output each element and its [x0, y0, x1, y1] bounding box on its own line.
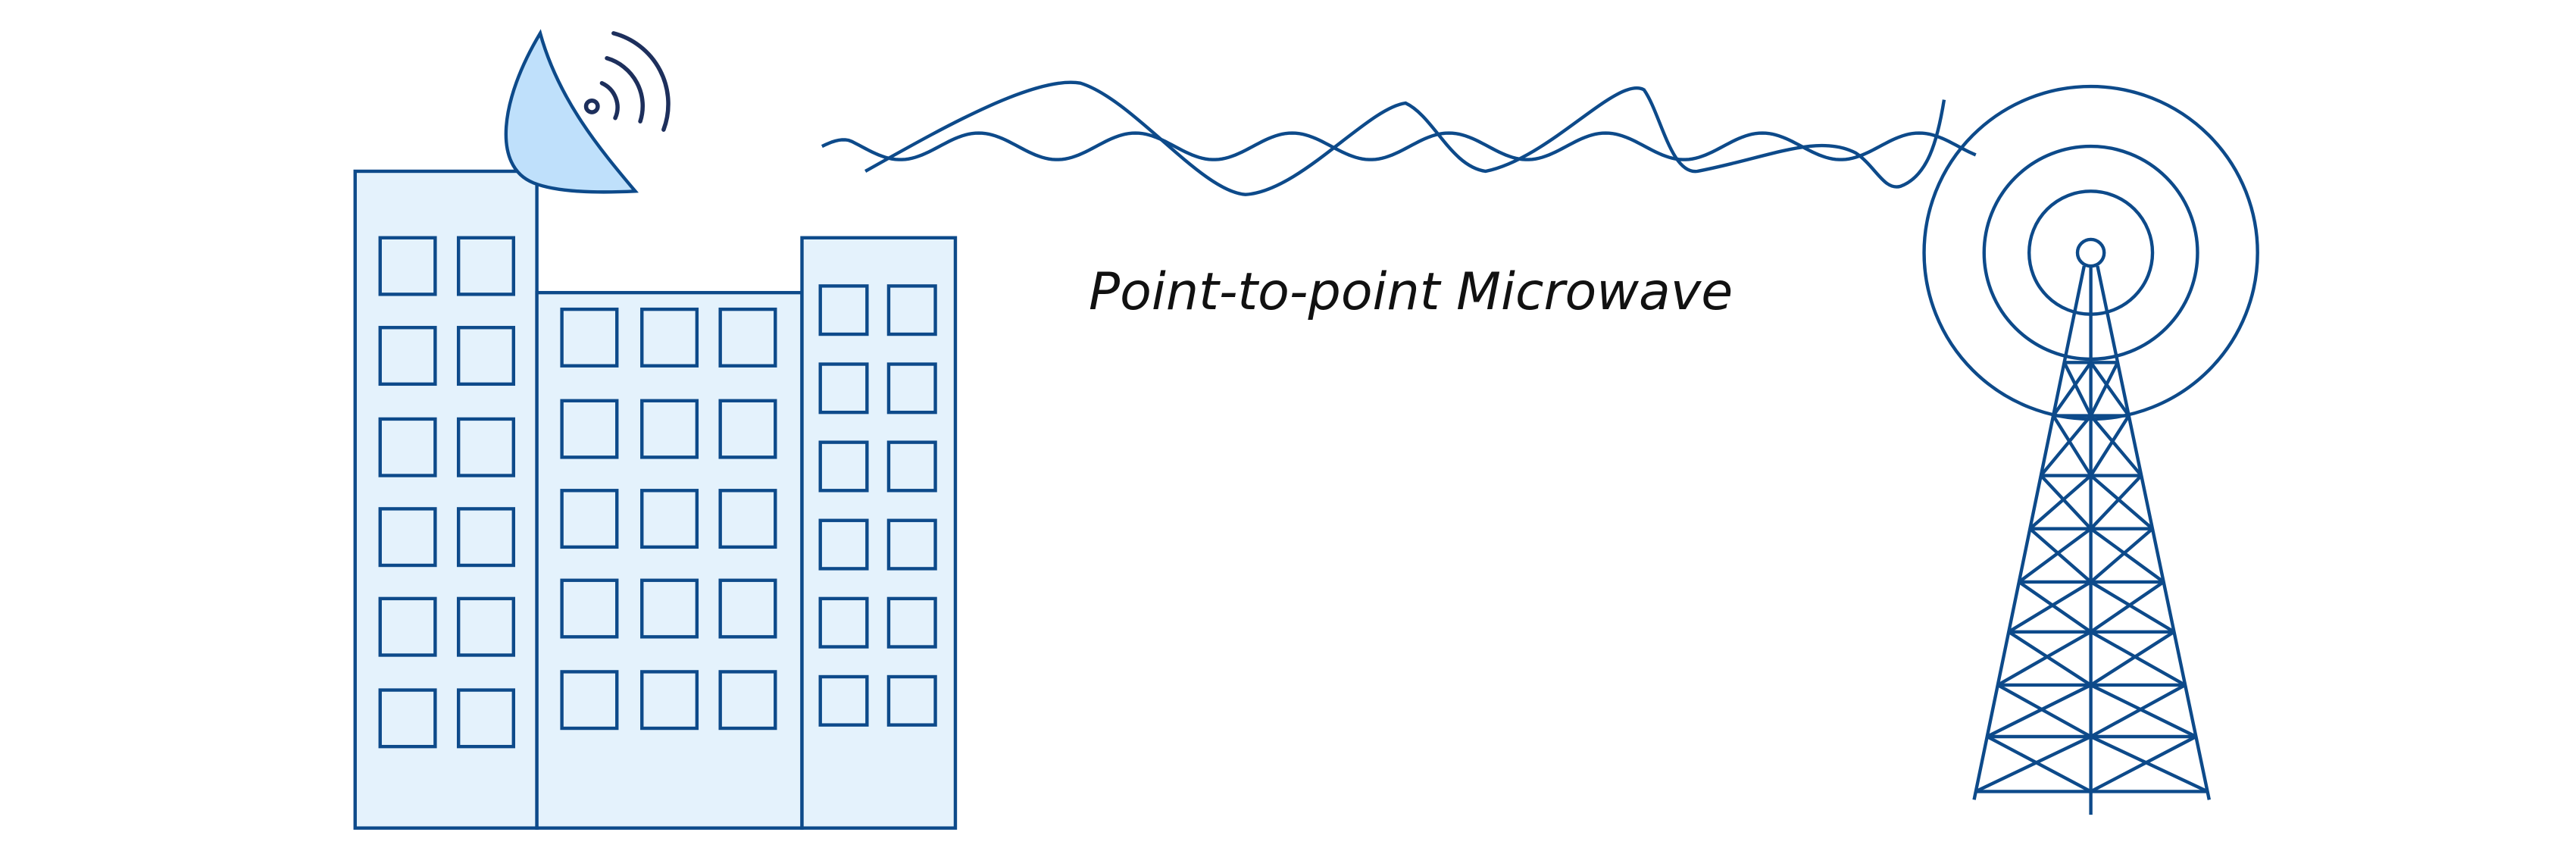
building-window: [886, 362, 937, 415]
tower-brace: [2008, 630, 2092, 687]
signal-arcs-icon: [583, 31, 671, 132]
building-window: [818, 518, 869, 571]
tower-brace: [2089, 415, 2131, 477]
tower-brace: [1986, 735, 2092, 793]
tower-brace: [2090, 684, 2187, 738]
building-window: [456, 596, 515, 657]
diagram-caption: Point-to-point Microwave: [1089, 262, 1733, 322]
building-window: [456, 507, 515, 568]
tower-brace: [1996, 630, 2092, 687]
tower-brace: [2090, 527, 2165, 584]
tower-brace: [2090, 630, 2187, 687]
microwave-signal-icon: [821, 80, 1977, 196]
building-window: [640, 578, 699, 639]
tower-leg-left: [1972, 265, 2086, 800]
tower-brace: [2090, 684, 2197, 738]
tower-brace: [2018, 527, 2092, 584]
building-window: [818, 362, 869, 415]
building-window: [378, 596, 437, 657]
building-window: [560, 670, 619, 731]
tower-brace: [1974, 735, 2092, 793]
building-window: [886, 284, 937, 336]
signal-wave-regular: [821, 131, 1977, 161]
tower-brace: [2040, 415, 2093, 477]
building-window: [456, 688, 515, 749]
building-window: [640, 670, 699, 731]
building-window: [640, 489, 699, 549]
tower-brace: [2090, 580, 2175, 634]
tower-brace: [2052, 361, 2093, 417]
building-window: [818, 440, 869, 493]
tower-antenna-tip: [2075, 237, 2106, 268]
building-window: [378, 688, 437, 749]
tower-leg-right: [2096, 265, 2212, 800]
tower-brace: [2028, 527, 2093, 584]
tower-brace: [2090, 735, 2209, 793]
tower-brace: [2090, 735, 2197, 793]
building-window: [378, 326, 437, 386]
building-middle: [535, 290, 804, 830]
tower-brace: [2008, 580, 2092, 634]
building-window: [718, 578, 777, 639]
radio-tower-icon: [1922, 84, 2259, 815]
building-window: [456, 417, 515, 477]
building-window: [886, 518, 937, 571]
tower-brace: [2089, 361, 2120, 417]
building-window: [560, 307, 619, 368]
satellite-dish-icon: [504, 29, 671, 194]
building-window: [718, 489, 777, 549]
building-window: [640, 399, 699, 459]
tower-brace: [2089, 361, 2131, 417]
building-left: [353, 169, 539, 830]
building-window: [560, 489, 619, 549]
office-building-icon: [353, 169, 958, 830]
building-window: [818, 596, 869, 649]
building-window: [718, 399, 777, 459]
tower-brace: [2040, 474, 2093, 530]
tower-brace: [2062, 361, 2093, 417]
tower-brace: [2089, 415, 2143, 477]
tower-brace: [2052, 415, 2093, 477]
building-window: [378, 236, 437, 296]
tower-brace: [2090, 527, 2154, 584]
building-window: [886, 440, 937, 493]
tower-brace: [1986, 684, 2092, 738]
building-window: [560, 578, 619, 639]
tower-brace: [1996, 684, 2092, 738]
tower-brace: [2090, 474, 2154, 530]
building-window: [456, 326, 515, 386]
building-window: [718, 670, 777, 731]
dish-bowl: [504, 29, 639, 194]
building-window: [718, 307, 777, 368]
tower-brace: [2090, 580, 2165, 634]
tower-brace: [2090, 474, 2143, 530]
building-window: [378, 417, 437, 477]
building-window: [378, 507, 437, 568]
building-window: [886, 596, 937, 649]
building-window: [560, 399, 619, 459]
building-window: [818, 674, 869, 727]
signal-wave-irregular: [864, 80, 1946, 196]
building-window: [456, 236, 515, 296]
building-window: [818, 284, 869, 336]
building-window: [886, 674, 937, 727]
tower-brace: [2090, 630, 2175, 687]
tower-brace: [2028, 474, 2093, 530]
building-window: [640, 307, 699, 368]
tower-brace: [2018, 580, 2092, 634]
building-right: [800, 236, 958, 830]
